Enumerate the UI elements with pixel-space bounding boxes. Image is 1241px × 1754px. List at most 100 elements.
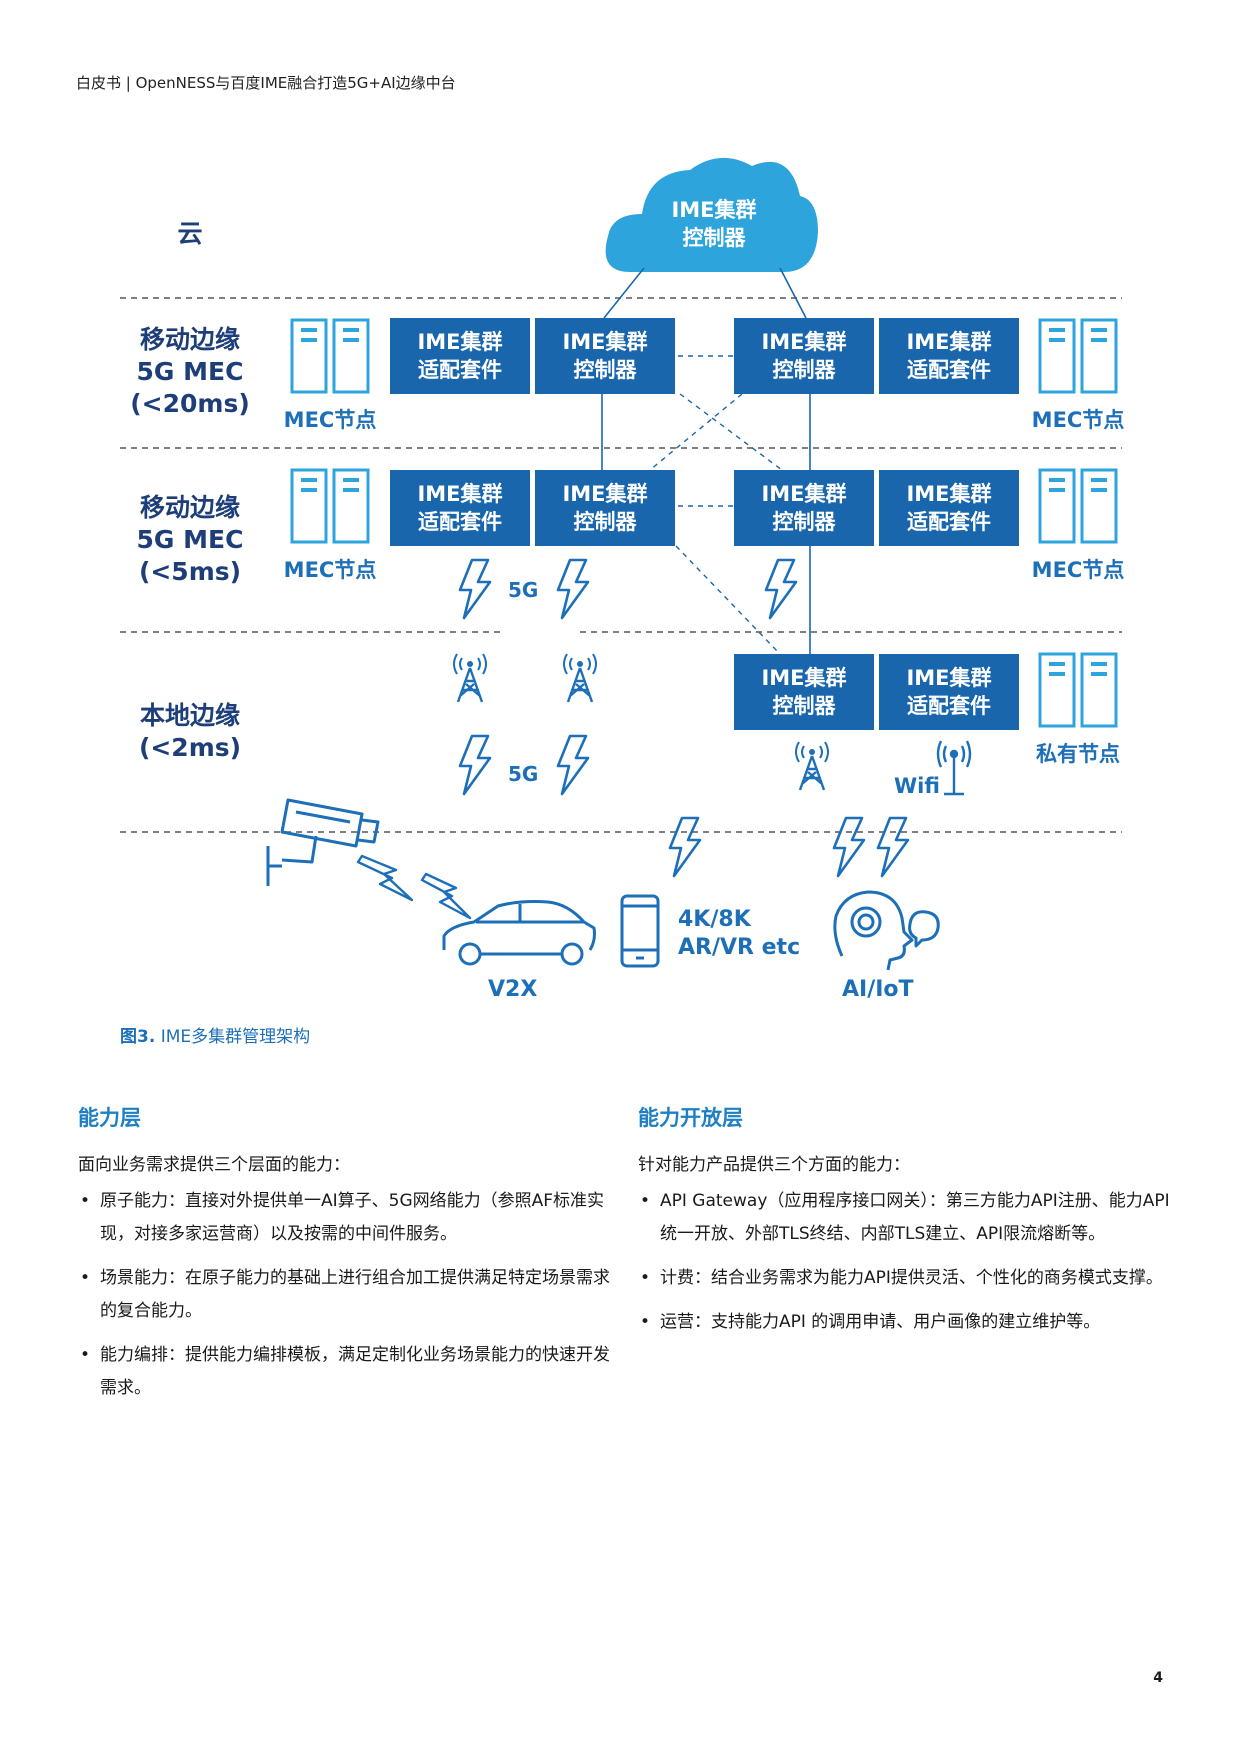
box-line: IME集群 <box>906 482 992 506</box>
v2x-label: V2X <box>488 977 538 1002</box>
lightning-icon <box>764 558 798 620</box>
box-line: 控制器 <box>772 510 836 534</box>
layer-label-local-edge: 本地边缘 (<2ms) <box>90 700 290 764</box>
box-line: IME集群 <box>417 482 503 506</box>
layer-label-line: 5G MEC <box>136 525 244 554</box>
list-item: 运营：支持能力API 的调用申请、用户画像的建立维护等。 <box>638 1306 1173 1339</box>
cloud-label-line: IME集群 <box>671 198 757 222</box>
box-line: 控制器 <box>772 694 836 718</box>
smartphone-icon <box>620 894 660 968</box>
caption-text: IME多集群管理架构 <box>155 1027 311 1047</box>
box-line: IME集群 <box>906 330 992 354</box>
list-item: 场景能力：在原子能力的基础上进行组合加工提供满足特定场景需求的复合能力。 <box>78 1262 613 1328</box>
ime-controller-box: IME集群控制器 <box>734 654 874 730</box>
list-item: 原子能力：直接对外提供单一AI算子、5G网络能力（参照AF标准实现，对接多家运营… <box>78 1185 613 1251</box>
ime-controller-box: IME集群控制器 <box>535 318 675 394</box>
box-line: 控制器 <box>772 358 836 382</box>
video-label-line1: 4K/8K <box>678 907 751 932</box>
camera-icon <box>266 798 380 886</box>
mec-node-label: MEC节点 <box>1031 408 1125 432</box>
page-number: 4 <box>1153 1670 1163 1686</box>
lightning-icon <box>556 558 590 620</box>
section-title: 能力开放层 <box>638 1106 743 1130</box>
private-node-label: 私有节点 <box>1036 742 1120 766</box>
box-line: IME集群 <box>761 666 847 690</box>
layer-label-line: (<20ms) <box>130 389 250 418</box>
left-column: 能力层 面向业务需求提供三个层面的能力： 原子能力：直接对外提供单一AI算子、5… <box>78 1102 613 1416</box>
cloud-icon <box>605 157 818 272</box>
video-label-line2: AR/VR etc <box>678 935 801 960</box>
layer-label-line: 5G MEC <box>136 357 244 386</box>
cell-tower-icon <box>562 652 598 704</box>
cell-tower-icon <box>794 740 830 792</box>
box-line: 控制器 <box>573 510 637 534</box>
box-line: IME集群 <box>562 330 648 354</box>
section-intro: 针对能力产品提供三个方面的能力： <box>638 1155 910 1175</box>
layer-label-line: 云 <box>177 219 203 248</box>
mec-node-label: MEC节点 <box>283 558 377 582</box>
layer-label-line: 移动边缘 <box>139 325 240 354</box>
bullet-list: API Gateway（应用程序接口网关）：第三方能力API注册、能力API统一… <box>638 1185 1173 1339</box>
document-header: 白皮书 | OpenNESS与百度IME融合打造5G+AI边缘中台 <box>76 74 456 92</box>
dashed-connections <box>649 355 783 655</box>
server-icon <box>1038 318 1118 394</box>
server-icon <box>1038 468 1118 544</box>
ime-controller-box: IME集群控制器 <box>535 470 675 546</box>
ime-adapter-box: IME集群适配套件 <box>879 654 1019 730</box>
bullet-list: 原子能力：直接对外提供单一AI算子、5G网络能力（参照AF标准实现，对接多家运营… <box>78 1185 613 1405</box>
list-item: 计费：结合业务需求为能力API提供灵活、个性化的商务模式支撑。 <box>638 1262 1173 1295</box>
layer-label-line: (<2ms) <box>138 733 242 762</box>
section-title: 能力层 <box>78 1106 141 1130</box>
mec-node-label: MEC节点 <box>283 408 377 432</box>
caption-prefix: 图3. <box>120 1027 156 1047</box>
layer-label-mec-5ms: 移动边缘 5G MEC (<5ms) <box>90 492 290 588</box>
section-intro: 面向业务需求提供三个层面的能力： <box>78 1155 350 1175</box>
cloud-controller-label: IME集群 控制器 <box>654 196 774 252</box>
right-column: 能力开放层 针对能力产品提供三个方面的能力： API Gateway（应用程序接… <box>638 1102 1173 1350</box>
lightning-icon <box>876 816 910 878</box>
cell-tower-icon <box>452 652 488 704</box>
cloud-label-line: 控制器 <box>682 226 746 250</box>
ime-adapter-box: IME集群适配套件 <box>879 470 1019 546</box>
connection-lines <box>601 267 811 654</box>
layer-label-mec-20ms: 移动边缘 5G MEC (<20ms) <box>90 324 290 420</box>
list-item: 能力编排：提供能力编排模板，满足定制化业务场景能力的快速开发需求。 <box>78 1339 613 1405</box>
lightning-icon <box>832 816 866 878</box>
server-icon <box>1038 652 1118 728</box>
lightning-icon <box>668 816 702 878</box>
box-line: 适配套件 <box>418 510 502 534</box>
car-icon <box>442 900 596 966</box>
mec-node-label: MEC节点 <box>1031 558 1125 582</box>
aiot-label: AI/IoT <box>842 977 914 1002</box>
v2x-signal-icon <box>356 854 472 920</box>
wifi-antenna-icon <box>936 740 972 796</box>
ime-controller-box: IME集群控制器 <box>734 470 874 546</box>
box-line: 控制器 <box>573 358 637 382</box>
box-line: IME集群 <box>562 482 648 506</box>
layer-label-line: 本地边缘 <box>139 701 240 730</box>
figure-caption: 图3. IME多集群管理架构 <box>120 1022 310 1047</box>
ime-adapter-box: IME集群适配套件 <box>879 318 1019 394</box>
server-icon <box>290 318 370 394</box>
box-line: 适配套件 <box>418 358 502 382</box>
layer-label-line: (<5ms) <box>138 557 242 586</box>
box-line: IME集群 <box>417 330 503 354</box>
box-line: IME集群 <box>761 482 847 506</box>
ime-controller-box: IME集群控制器 <box>734 318 874 394</box>
box-line: 适配套件 <box>907 510 991 534</box>
ai-head-icon <box>833 890 940 971</box>
list-item: API Gateway（应用程序接口网关）：第三方能力API注册、能力API统一… <box>638 1185 1173 1251</box>
ime-architecture-diagram: 云 移动边缘 5G MEC (<20ms) 移动边缘 5G MEC (<5ms)… <box>90 157 1125 1002</box>
layer-label-cloud: 云 <box>90 218 290 250</box>
ime-adapter-box: IME集群适配套件 <box>390 318 530 394</box>
server-icon <box>290 468 370 544</box>
lightning-icon <box>556 734 590 796</box>
wifi-label: Wifi <box>894 774 940 798</box>
5g-label: 5G <box>508 762 539 786</box>
lightning-icon <box>458 558 492 620</box>
box-line: IME集群 <box>906 666 992 690</box>
lightning-icon <box>458 734 492 796</box>
ime-adapter-box: IME集群适配套件 <box>390 470 530 546</box>
layer-label-line: 移动边缘 <box>139 493 240 522</box>
box-line: 适配套件 <box>907 694 991 718</box>
